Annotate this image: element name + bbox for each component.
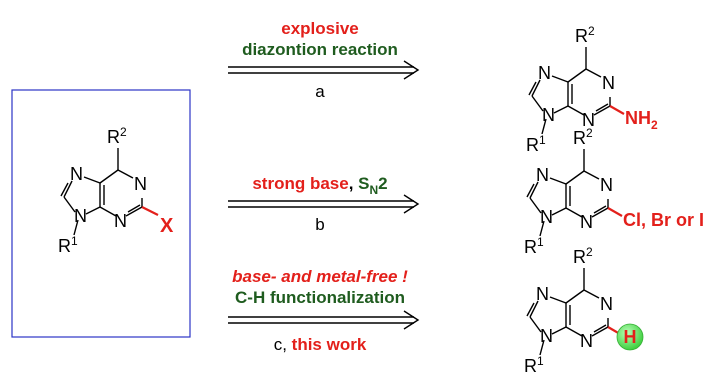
substrate-x: X [160,215,174,237]
route-b: strong base, SN2 b [228,174,420,234]
route-c-line1: base- and metal-free ! [232,267,408,286]
route-b-line1: strong base, SN2 [252,174,387,197]
substrate-n-imid: N [70,164,83,184]
product-c-r1: R1 [524,354,544,376]
route-a-letter: a [315,82,325,101]
substrate-group: R2 N N N N R1 X [11,89,191,338]
route-c-arrow [228,310,420,330]
product-b-n-imid: N [536,165,549,185]
product-b-r1: R1 [524,235,544,257]
substrate-n-pyr-bot: N [114,211,127,231]
substrate-r2: R2 [107,125,127,147]
product-a-molecule: R2 N N N N R1 NH2 [526,24,658,155]
product-b-n-pyr-bot: N [580,212,593,232]
route-c: base- and metal-free ! C-H functionaliza… [228,267,420,354]
route-b-arrow [228,194,420,214]
substrate-box [11,89,191,338]
product-b-n-bot: N [540,207,553,227]
route-b-letter: b [315,215,324,234]
route-a-line1: explosive [281,19,359,38]
product-c-n-pyr-top: N [600,294,613,314]
route-a-line2: diazontion reaction [242,40,398,59]
substrate-n-bot: N [74,206,87,226]
route-a: explosive diazontion reaction a [228,19,420,101]
product-b-n-pyr-top: N [600,175,613,195]
substrate-n-pyr-top: N [134,174,147,194]
product-b-group: Cl, Br or I [623,210,704,230]
route-a-arrow [228,60,420,80]
product-a-n-pyr-top: N [602,73,615,93]
product-c-group: H [624,327,637,347]
h-highlight-sphere [616,323,644,351]
route-c-line2: C-H functionalization [235,288,405,307]
product-a-r2: R2 [575,24,595,46]
product-c-n-imid: N [536,284,549,304]
product-c-molecule: R2 N N N N R1 H [524,245,644,376]
substrate-r1: R1 [58,234,78,256]
product-b-r2: R2 [573,126,593,148]
product-a-group: NH2 [625,108,658,132]
substrate-molecule: R2 N N N N R1 X [58,125,174,256]
route-c-letter: c, this work [274,335,367,354]
product-b-molecule: R2 N N N N R1 Cl, Br or I [524,126,704,257]
product-a-n-pyr-bot: N [582,110,595,130]
product-c-r2: R2 [573,245,593,267]
product-c-n-pyr-bot: N [580,331,593,351]
product-a-r1: R1 [526,133,546,155]
product-a-n-imid: N [538,63,551,83]
product-a-n-bot: N [542,105,555,125]
product-c-n-bot: N [540,326,553,346]
